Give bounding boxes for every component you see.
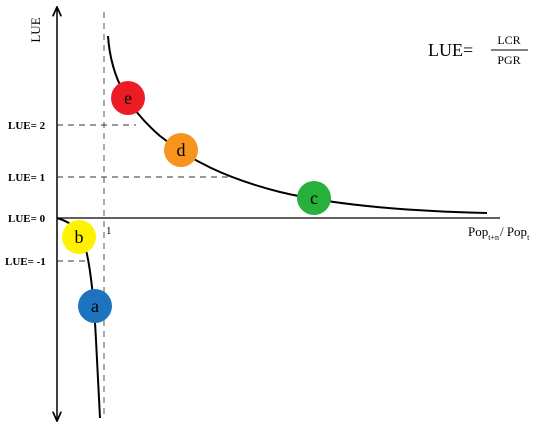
x-tick-label: 1 bbox=[106, 225, 112, 237]
x-label-sub2: t bbox=[527, 233, 530, 242]
point-d-label: d bbox=[177, 140, 186, 160]
curve-upper-branch bbox=[107, 35, 488, 214]
x-axis-label: Popt+n/ Popt bbox=[468, 224, 530, 242]
point-a: a bbox=[78, 289, 112, 323]
point-b: b bbox=[62, 220, 96, 254]
formula-denominator: PGR bbox=[497, 53, 520, 67]
formula-lhs: LUE= bbox=[428, 40, 473, 60]
x-label-sub1: t+n bbox=[488, 233, 499, 242]
point-c-label: c bbox=[310, 188, 318, 208]
formula-numerator: LCR bbox=[497, 33, 520, 47]
tick-label-luem1: LUE= -1 bbox=[5, 256, 46, 268]
tick-label-lue1: LUE= 1 bbox=[8, 172, 45, 184]
x-label-mid: / Pop bbox=[500, 224, 527, 239]
point-b-label: b bbox=[75, 227, 84, 247]
x-label-main: Pop bbox=[468, 224, 488, 239]
y-axis-label: LUE bbox=[28, 17, 43, 42]
tick-label-lue0: LUE= 0 bbox=[8, 213, 46, 225]
point-e: e bbox=[111, 81, 145, 115]
point-a-label: a bbox=[91, 296, 99, 316]
point-d: d bbox=[164, 133, 198, 167]
point-c: c bbox=[297, 181, 331, 215]
tick-label-lue2: LUE= 2 bbox=[8, 120, 46, 132]
point-e-label: e bbox=[124, 88, 132, 108]
